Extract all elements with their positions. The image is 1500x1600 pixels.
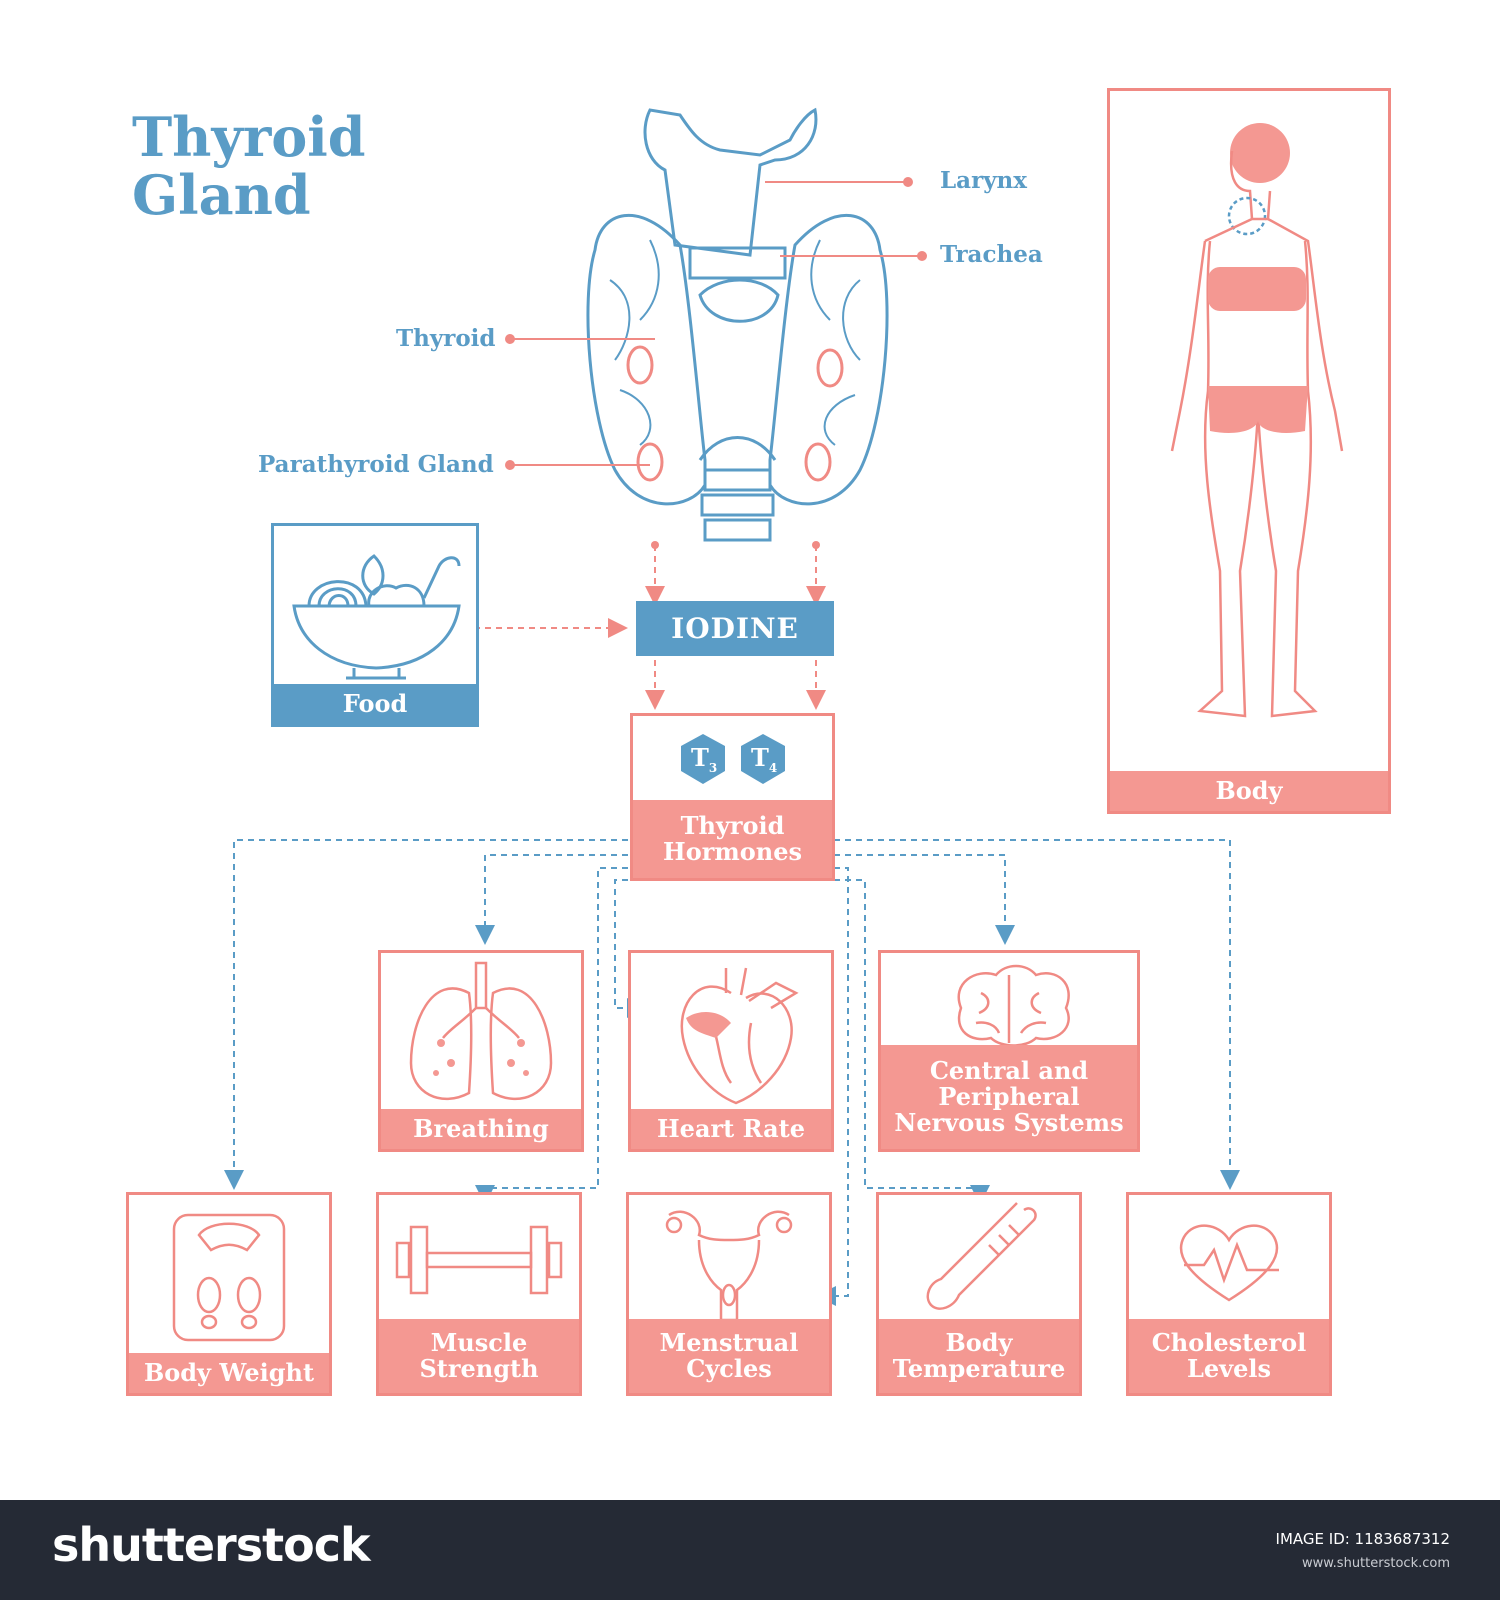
body-temperature-label: Body Temperature: [879, 1319, 1079, 1393]
cholesterol-levels-box: Cholesterol Levels: [1126, 1192, 1332, 1396]
brain-icon: [957, 964, 1070, 1047]
food-box: Food: [271, 523, 479, 727]
food-bowl-icon: [292, 554, 461, 680]
muscle-strength-label: Muscle Strength: [379, 1319, 579, 1393]
thyroid-hormones-box: T3 T4 Thyroid Hormones: [630, 713, 835, 881]
food-label: Food: [274, 684, 476, 724]
lungs-icon: [409, 961, 553, 1101]
body-weight-label: Body Weight: [129, 1353, 329, 1393]
t3-symbol: T3: [691, 743, 718, 775]
body-temperature-box: Body Temperature: [876, 1192, 1082, 1396]
title-line-1: Thyroid: [132, 105, 366, 169]
title-line-2: Gland: [132, 163, 311, 227]
uterus-icon: [665, 1210, 793, 1322]
trachea-label: Trachea: [940, 241, 1043, 268]
nervous-systems-box: Central and Peripheral Nervous Systems: [878, 950, 1140, 1152]
body-weight-box: Body Weight: [126, 1192, 332, 1396]
menstrual-cycles-box: Menstrual Cycles: [626, 1192, 832, 1396]
site-url: www.shutterstock.com: [1301, 1556, 1450, 1571]
heartbeat-icon: [1179, 1224, 1279, 1302]
heart-rate-box: Heart Rate: [628, 950, 834, 1152]
parathyroid-label: Parathyroid Gland: [258, 451, 494, 478]
heart-rate-label: Heart Rate: [631, 1109, 831, 1149]
thyroid-label: Thyroid: [396, 325, 496, 352]
breathing-label: Breathing: [381, 1109, 581, 1149]
diagram-canvas: Thyroid Gland: [126, 88, 1391, 1396]
diagram-title: Thyroid Gland: [132, 108, 366, 224]
footer-bar: shutterstock IMAGE ID: 1183687312 www.sh…: [0, 1500, 1500, 1600]
body-box: Body: [1107, 88, 1391, 814]
nervous-systems-label: Central and Peripheral Nervous Systems: [881, 1045, 1137, 1149]
larynx-label: Larynx: [940, 167, 1027, 194]
scale-icon: [172, 1213, 286, 1342]
cholesterol-levels-label: Cholesterol Levels: [1129, 1319, 1329, 1393]
dumbbell-icon: [395, 1225, 563, 1295]
hormone-hexagons-icon: [681, 734, 785, 784]
t4-symbol: T4: [751, 743, 778, 775]
body-label: Body: [1110, 771, 1388, 811]
menstrual-cycles-label: Menstrual Cycles: [629, 1319, 829, 1393]
muscle-strength-box: Muscle Strength: [376, 1192, 582, 1396]
image-id: IMAGE ID: 1183687312: [1275, 1530, 1450, 1548]
iodine-box: IODINE: [636, 601, 834, 656]
female-body-icon: [1170, 123, 1344, 718]
thyroid-anatomy-icon: [586, 107, 889, 542]
thermometer-icon: [926, 1202, 1037, 1310]
brand-logo: shutterstock: [52, 1518, 371, 1572]
breathing-box: Breathing: [378, 950, 584, 1152]
connectors-and-anatomy: [224, 107, 1240, 1306]
heart-icon: [680, 967, 799, 1105]
thyroid-hormones-label: Thyroid Hormones: [633, 800, 832, 878]
